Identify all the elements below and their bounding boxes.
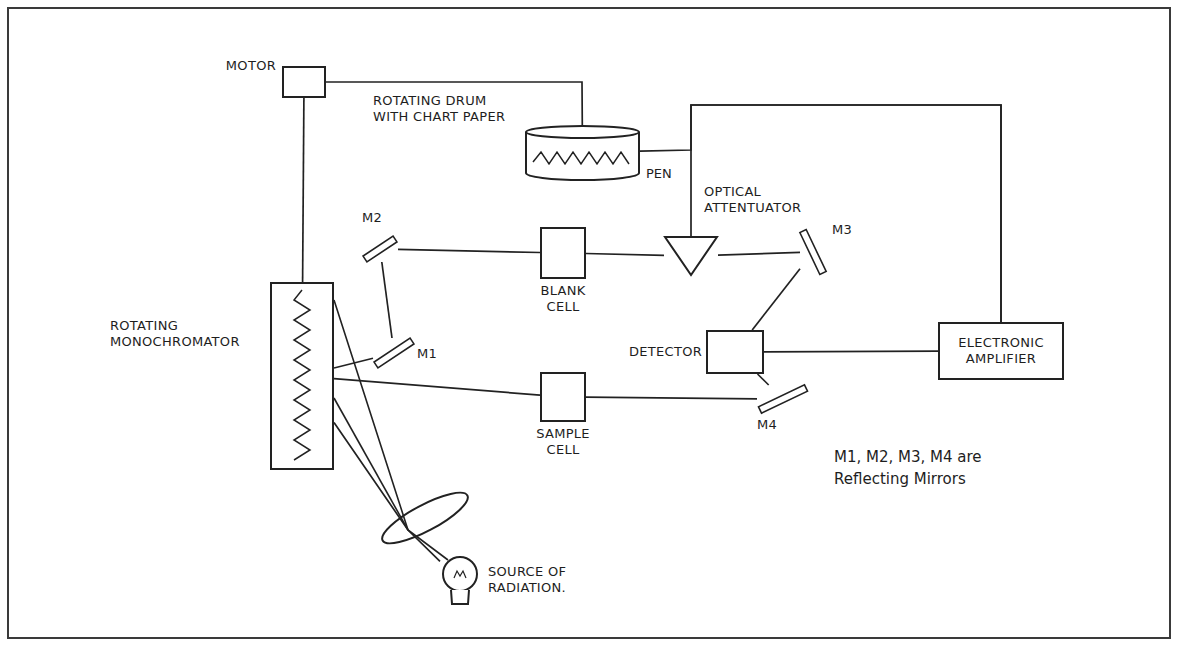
frame (8, 8, 1170, 638)
connector-path (334, 379, 540, 396)
beam-line (398, 249, 540, 252)
node-label: MOTOR (178, 58, 276, 74)
mirror: M2 (362, 236, 398, 262)
node-shape (540, 227, 586, 279)
beam-line (691, 105, 1001, 322)
bulb-glass (443, 557, 477, 591)
node-label: SOURCE OF RADIATION. (488, 564, 608, 596)
radiation-source: SOURCE OF RADIATION. (440, 556, 480, 606)
box-outline (271, 283, 333, 469)
beam-line (752, 269, 800, 330)
box-outline (541, 228, 585, 278)
light-ray (334, 398, 408, 530)
box-outline (939, 323, 1063, 379)
beam-line (764, 351, 938, 353)
grating-zigzag (294, 290, 310, 460)
node-shape (664, 236, 718, 276)
box-outline (283, 67, 325, 97)
node-label: ROTATING DRUM WITH CHART PAPER (373, 93, 515, 125)
node-label: ELECTRONIC AMPLIFIER (946, 335, 1056, 367)
note: M1, M2, M3, M4 are Reflecting Mirrors (834, 446, 1034, 490)
node-shape (525, 125, 640, 180)
box-outline (707, 331, 763, 373)
connector-path (764, 350, 938, 352)
beam-line (334, 423, 440, 562)
pen-label: PEN (646, 164, 686, 183)
motor-box: MOTOR (282, 66, 326, 98)
node-shape (282, 66, 326, 98)
mirror-plate (374, 338, 414, 368)
mirror-plate (800, 229, 826, 274)
node-shape (440, 556, 480, 606)
connector-path (718, 252, 800, 255)
node-label: M4 (757, 417, 791, 433)
node-label: SAMPLE CELL (523, 426, 603, 458)
bulb-base (451, 590, 469, 604)
beam-line (326, 82, 582, 125)
mirror-plate (363, 236, 397, 262)
connector-path (640, 105, 1001, 322)
monochromator: ROTATING MONOCHROMATOR (270, 282, 334, 470)
light-ray (334, 300, 448, 560)
connector-path (691, 105, 1001, 322)
beam-line (303, 98, 304, 282)
connector-path (334, 423, 440, 562)
attenuator-wedge (665, 237, 717, 275)
node-shape (757, 385, 809, 413)
beam-line (718, 252, 800, 255)
amplifier-box: ELECTRONIC AMPLIFIER (938, 322, 1064, 380)
connector-path (586, 254, 664, 256)
mirror: M4 (757, 385, 809, 413)
drum-outline (526, 132, 639, 180)
sample-cell: SAMPLE CELL (540, 372, 586, 422)
node-label: BLANK CELL (526, 283, 600, 315)
node-shape (373, 338, 415, 368)
connector-path (586, 397, 757, 399)
beam-line (758, 374, 769, 385)
beam-line (334, 379, 540, 396)
node-label: ROTATING MONOCHROMATOR (110, 318, 260, 350)
blank-cell: BLANK CELL (540, 227, 586, 279)
connector-path (326, 82, 582, 125)
node-shape (706, 330, 764, 374)
detector-box: DETECTOR (706, 330, 764, 374)
beam-line (586, 254, 664, 256)
connector-path (758, 374, 769, 385)
chart-trace (533, 152, 629, 164)
optical-attenuator: OPTICAL ATTENTUATOR (664, 236, 718, 276)
mirror-plate (758, 385, 807, 413)
drum-top (526, 126, 639, 138)
connector-path (398, 249, 540, 252)
beam-line (334, 358, 373, 368)
beam-line (640, 105, 1001, 322)
node-label: DETECTOR (612, 344, 702, 360)
connector-path (752, 269, 800, 330)
node-shape (270, 282, 334, 470)
mirror: M1 (373, 338, 415, 368)
node-shape (800, 228, 826, 276)
node-label: OPTICAL ATTENTUATOR (704, 184, 854, 216)
mirror: M3 (800, 228, 826, 276)
node-shape (362, 236, 398, 262)
node-label: M3 (832, 222, 866, 238)
beam-line (382, 262, 392, 338)
node-label: M1 (417, 346, 451, 362)
filament (454, 571, 466, 578)
beam-line (586, 397, 757, 399)
node-label: M2 (362, 210, 396, 226)
chart-drum: ROTATING DRUM WITH CHART PAPER (525, 125, 640, 180)
connector-path (382, 262, 392, 338)
box-outline (541, 373, 585, 421)
connector-path (334, 358, 373, 368)
connector-path (303, 98, 304, 282)
node-shape (540, 372, 586, 422)
